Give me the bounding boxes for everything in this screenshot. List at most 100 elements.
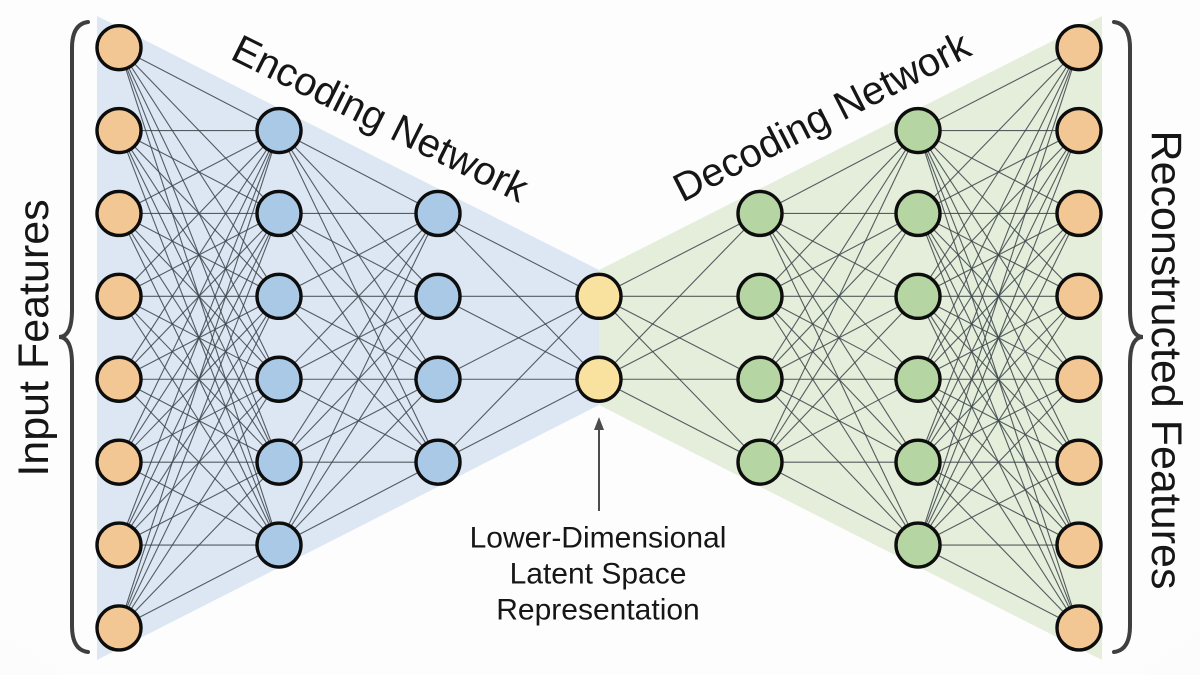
edge-latent-to-decoder-hidden-1 <box>598 295 761 380</box>
neuron-decoder-hidden-1-4 <box>736 438 784 486</box>
edge-encoder-hidden-2-to-latent <box>437 378 600 463</box>
neuron-decoder-hidden-1-1 <box>736 189 784 238</box>
edge-input-to-encoder-hidden-1 <box>118 47 280 132</box>
edge-input-to-encoder-hidden-1 <box>118 296 280 629</box>
neuron-input-5 <box>95 355 143 403</box>
neuron-encoder-hidden-1-2 <box>255 189 303 238</box>
edge-input-to-encoder-hidden-1 <box>118 130 280 214</box>
edge-input-to-encoder-hidden-1 <box>118 544 280 629</box>
neuron-output-1 <box>1055 23 1103 72</box>
neuron-output-4 <box>1055 272 1103 321</box>
latent-caption-line-3: Representation <box>496 594 699 627</box>
neuron-output-3 <box>1055 189 1103 238</box>
neuron-encoder-hidden-2-1 <box>414 189 462 238</box>
neuron-encoder-hidden-2-3 <box>414 355 462 403</box>
neuron-output-8 <box>1055 604 1103 652</box>
neuron-decoder-hidden-1-2 <box>736 272 784 321</box>
neuron-encoder-hidden-1-4 <box>255 355 303 403</box>
edge-encoder-hidden-1-to-encoder-hidden-2 <box>278 296 439 546</box>
neuron-decoder-hidden-2-3 <box>894 272 942 321</box>
neuron-latent-2 <box>575 355 623 403</box>
edge-decoder-hidden-2-to-output <box>917 213 1080 546</box>
neuron-output-2 <box>1055 106 1103 155</box>
edge-decoder-hidden-1-to-decoder-hidden-2 <box>759 130 919 380</box>
edge-input-to-encoder-hidden-1 <box>118 130 280 297</box>
output-brace <box>1112 20 1144 654</box>
neuron-input-3 <box>95 189 143 238</box>
latent-caption-line-2: Latent Space <box>510 558 687 591</box>
neuron-latent-1 <box>575 272 623 321</box>
edge-encoder-hidden-1-to-encoder-hidden-2 <box>278 213 439 380</box>
edge-decoder-hidden-2-to-output <box>917 461 1080 546</box>
encoder-region <box>97 16 599 660</box>
neuron-nodes <box>95 23 1103 652</box>
neuron-encoder-hidden-1-1 <box>255 106 303 155</box>
neuron-input-8 <box>95 604 143 652</box>
edge-input-to-encoder-hidden-1 <box>118 378 280 629</box>
edge-decoder-hidden-1-to-decoder-hidden-2 <box>759 130 919 463</box>
neuron-input-6 <box>95 438 143 486</box>
edge-input-to-encoder-hidden-1 <box>118 130 280 629</box>
edge-encoder-hidden-2-to-latent <box>437 212 600 297</box>
edge-latent-to-decoder-hidden-1 <box>598 212 761 297</box>
neuron-encoder-hidden-2-4 <box>414 438 462 486</box>
edge-decoder-hidden-1-to-decoder-hidden-2 <box>759 461 919 546</box>
neuron-decoder-hidden-2-2 <box>894 189 942 238</box>
edge-encoder-hidden-1-to-encoder-hidden-2 <box>278 213 439 463</box>
input-features-label: Input Features <box>10 199 58 476</box>
neuron-input-7 <box>95 521 143 569</box>
neuron-decoder-hidden-2-1 <box>894 106 942 155</box>
edge-decoder-hidden-1-to-decoder-hidden-2 <box>759 130 919 297</box>
reconstructed-features-label: Reconstructed Features <box>1142 131 1190 590</box>
edge-input-to-encoder-hidden-1 <box>118 130 280 380</box>
latent-caption-line-1: Lower-Dimensional <box>470 522 727 555</box>
neuron-input-2 <box>95 106 143 155</box>
latent-caption: Lower-Dimensional Latent Space Represent… <box>470 522 727 627</box>
edge-latent-to-decoder-hidden-1 <box>598 378 761 463</box>
edge-decoder-hidden-2-to-output <box>917 47 1080 214</box>
edge-encoder-hidden-1-to-encoder-hidden-2 <box>278 212 439 297</box>
neuron-output-7 <box>1055 521 1103 569</box>
neuron-encoder-hidden-2-2 <box>414 272 462 321</box>
edge-input-to-encoder-hidden-1 <box>118 130 280 546</box>
edge-decoder-hidden-2-to-output <box>917 130 1080 546</box>
neuron-input-1 <box>95 23 143 72</box>
neuron-output-5 <box>1055 355 1103 403</box>
edge-decoder-hidden-2-to-output <box>917 47 1080 380</box>
neuron-output-6 <box>1055 438 1103 486</box>
edge-input-to-encoder-hidden-1 <box>118 130 280 463</box>
edge-decoder-hidden-2-to-output <box>917 47 1080 463</box>
edge-decoder-hidden-1-to-decoder-hidden-2 <box>759 213 919 463</box>
edge-decoder-hidden-2-to-output <box>917 544 1080 629</box>
neuron-encoder-hidden-1-6 <box>255 521 303 569</box>
neuron-decoder-hidden-2-5 <box>894 438 942 486</box>
neuron-decoder-hidden-2-6 <box>894 521 942 569</box>
latent-arrow-head <box>594 417 604 430</box>
connection-edges <box>118 47 1080 629</box>
edge-decoder-hidden-2-to-output <box>917 378 1080 546</box>
edge-encoder-hidden-1-to-encoder-hidden-2 <box>278 213 439 546</box>
neuron-encoder-hidden-1-5 <box>255 438 303 486</box>
neuron-encoder-hidden-1-3 <box>255 272 303 321</box>
edge-encoder-hidden-1-to-encoder-hidden-2 <box>278 130 439 214</box>
edge-input-to-encoder-hidden-1 <box>118 213 280 629</box>
edge-encoder-hidden-2-to-latent <box>437 295 600 380</box>
edge-encoder-hidden-1-to-encoder-hidden-2 <box>278 378 439 546</box>
neuron-input-4 <box>95 272 143 321</box>
edge-decoder-hidden-1-to-decoder-hidden-2 <box>759 130 919 214</box>
edge-latent-to-decoder-hidden-1 <box>598 213 761 380</box>
edge-decoder-hidden-2-to-output <box>917 47 1080 297</box>
edge-decoder-hidden-2-to-output <box>917 47 1080 546</box>
input-brace <box>58 20 90 654</box>
neuron-decoder-hidden-1-3 <box>736 355 784 403</box>
decoder-region <box>599 16 1102 660</box>
latent-arrow <box>594 417 604 511</box>
edge-encoder-hidden-1-to-encoder-hidden-2 <box>278 461 439 546</box>
neuron-decoder-hidden-2-4 <box>894 355 942 403</box>
edge-decoder-hidden-1-to-decoder-hidden-2 <box>759 378 919 463</box>
edge-decoder-hidden-2-to-output <box>917 47 1080 132</box>
edge-encoder-hidden-2-to-latent <box>437 295 600 463</box>
edge-decoder-hidden-1-to-decoder-hidden-2 <box>759 295 919 463</box>
